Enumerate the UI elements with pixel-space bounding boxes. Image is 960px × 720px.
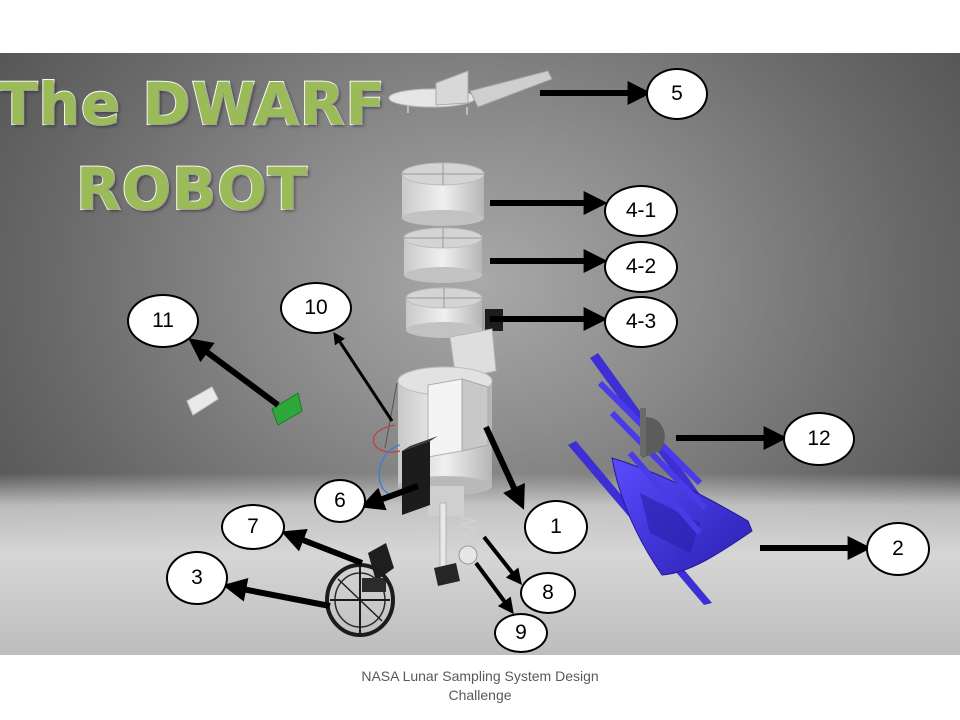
arrow-11	[188, 338, 280, 408]
exploded-view-diagram	[186, 70, 872, 637]
leader-arrows	[188, 81, 872, 615]
title-line-2: ROBOT	[75, 155, 309, 223]
arrow-7	[281, 529, 364, 566]
callout-2: 2	[866, 522, 930, 576]
part-4-1-sample-cylinder	[401, 162, 485, 226]
callout-10: 10	[280, 282, 352, 334]
part-3-wheel	[325, 563, 395, 637]
part-4-3-sample-cylinder	[405, 287, 503, 338]
part-7-drive-motor	[362, 543, 394, 592]
render-background	[0, 53, 960, 655]
footer-caption: NASA Lunar Sampling System Design Challe…	[330, 667, 630, 705]
part-1-main-body	[372, 328, 497, 516]
arrow-6	[359, 483, 420, 511]
callout-4-1: 4-1	[604, 185, 678, 237]
footer-line-2: Challenge	[448, 687, 512, 703]
callout-1: 1	[524, 500, 588, 554]
callout-4-2: 4-2	[604, 241, 678, 293]
callout-7: 7	[221, 504, 285, 550]
part-9-post	[434, 502, 460, 586]
callout-5: 5	[646, 68, 708, 120]
arrow-9	[474, 561, 514, 615]
arrow-1	[483, 425, 525, 510]
callout-4-3: 4-3	[604, 296, 678, 348]
callout-6: 6	[314, 479, 366, 523]
callout-11: 11	[127, 294, 199, 348]
callout-8: 8	[520, 572, 576, 614]
part-8-spring	[458, 516, 478, 565]
arrow-3	[222, 577, 331, 609]
callout-3: 3	[166, 551, 228, 605]
footer-line-1: NASA Lunar Sampling System Design	[361, 668, 599, 684]
title-line-1: The DWARF	[0, 70, 387, 138]
part-11-circuit-board	[186, 386, 303, 426]
callout-12: 12	[783, 412, 855, 466]
arrow-10	[333, 331, 394, 422]
floor-gradient	[0, 473, 960, 655]
part-2-blue-scoop	[568, 353, 753, 605]
part-12-dish	[640, 408, 665, 458]
part-6-motor-block	[402, 436, 438, 515]
part-4-2-sample-cylinder	[403, 227, 483, 283]
arrow-8	[482, 535, 522, 586]
part-5-lid	[388, 70, 553, 115]
callout-9: 9	[494, 613, 548, 653]
